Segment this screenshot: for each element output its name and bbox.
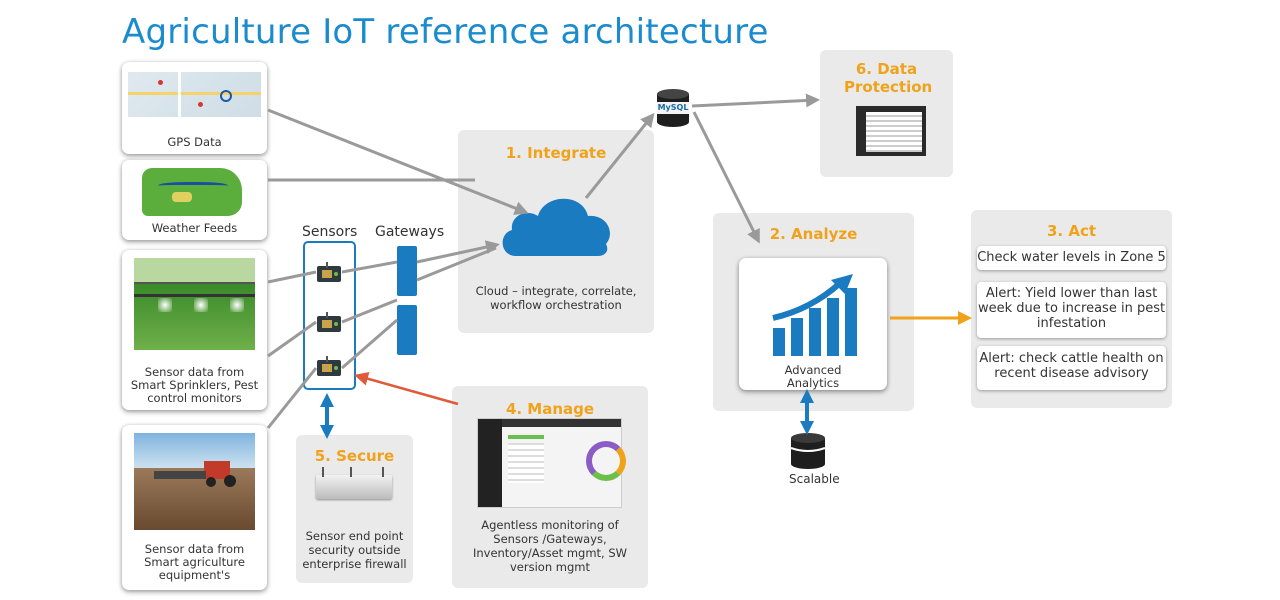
equipment-card: Sensor data from Smart agriculture equip… (122, 425, 267, 590)
sprinklers-card: Sensor data from Smart Sprinklers, Pest … (122, 250, 267, 410)
manage-panel: 4. Manage Agentless monitoring of Sensor… (452, 386, 648, 588)
gps-caption: GPS Data (167, 135, 222, 149)
gateway-device (397, 305, 417, 355)
dashboard-screenshot-image (856, 106, 926, 156)
secure-panel: 5. Secure Sensor end point security outs… (296, 435, 413, 583)
mysql-database-icon: MySQL (655, 88, 691, 128)
secure-title: 5. Secure (314, 447, 395, 465)
integrate-panel: 1. Integrate Cloud – integrate, correlat… (458, 130, 654, 333)
act-item: Check water levels in Zone 5 (977, 246, 1166, 270)
sprinkler-field-image (134, 258, 255, 350)
act-title: 3. Act (1046, 222, 1097, 240)
firewall-appliance-image (316, 467, 392, 499)
management-dashboard-image (478, 419, 626, 507)
gps-map-image (128, 72, 261, 117)
weather-feeds-card: Weather Feeds (122, 160, 267, 240)
act-item: Alert: Yield lower than last week due to… (977, 282, 1166, 338)
integrate-title: 1. Integrate (505, 144, 607, 162)
tractor-field-image (134, 433, 255, 530)
sensors-label: Sensors (302, 224, 358, 240)
sensor-board-icon (316, 262, 342, 284)
data-protection-panel: 6. Data Protection (820, 50, 953, 177)
page-title: Agriculture IoT reference architecture (122, 12, 769, 52)
cloud-icon (498, 186, 618, 262)
analytics-caption: Advanced Analytics (784, 363, 842, 390)
mysql-label: MySQL (657, 103, 689, 112)
act-panel: 3. Act Check water levels in Zone 5 Aler… (971, 210, 1172, 408)
gateways-label: Gateways (375, 224, 445, 240)
data-protection-title: 6. Data Protection (844, 60, 933, 96)
sensor-board-icon (316, 312, 342, 334)
sprinklers-caption: Sensor data from Smart Sprinklers, Pest … (130, 365, 259, 405)
scalable-label: Scalable (789, 472, 840, 486)
scalable-database-icon (790, 432, 826, 470)
weather-map-image (142, 168, 242, 216)
sensor-board-icon (316, 356, 342, 378)
weather-caption: Weather Feeds (151, 221, 238, 235)
secure-text: Sensor end point security outside enterp… (302, 529, 407, 571)
integrate-text: Cloud – integrate, correlate, workflow o… (475, 284, 637, 312)
manage-title: 4. Manage (505, 400, 595, 418)
equipment-caption: Sensor data from Smart agriculture equip… (144, 542, 245, 582)
manage-text: Agentless monitoring of Sensors /Gateway… (472, 518, 628, 574)
analytics-card: Advanced Analytics (739, 258, 887, 390)
gps-data-card: GPS Data (122, 62, 267, 154)
act-item: Alert: check cattle health on recent dis… (977, 346, 1166, 390)
gateway-device (397, 246, 417, 296)
analyze-title: 2. Analyze (769, 225, 858, 243)
growth-chart-icon (769, 272, 859, 360)
